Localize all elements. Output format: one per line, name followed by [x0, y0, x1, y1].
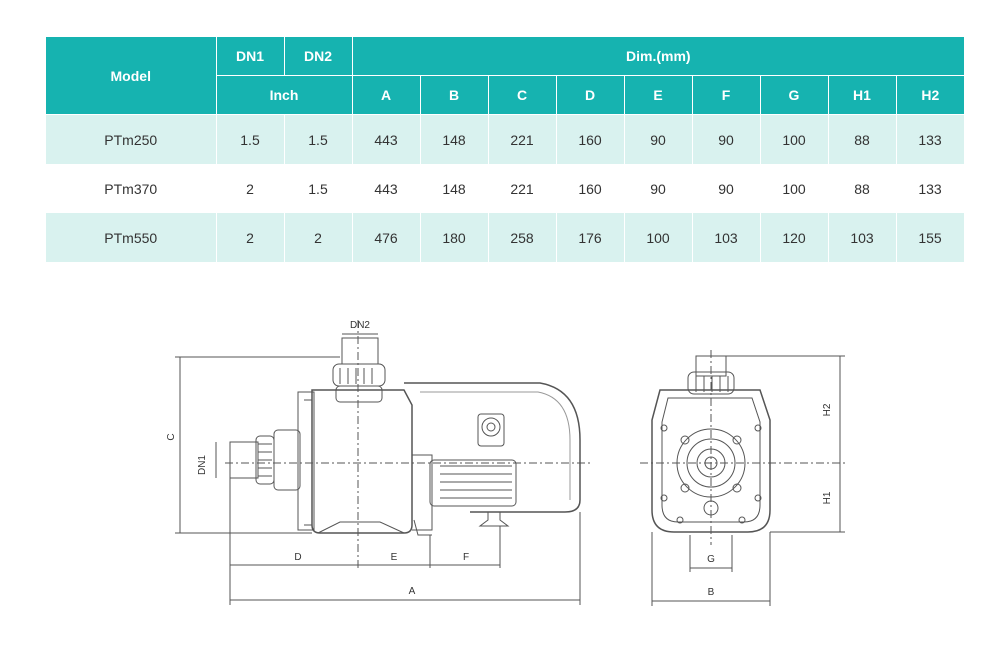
cell-a: 443	[352, 114, 421, 164]
label-e: E	[391, 552, 398, 563]
label-h2: H2	[822, 403, 833, 416]
header-dn1: DN1	[216, 37, 285, 76]
cell-e: 90	[624, 114, 693, 164]
cell-c: 221	[488, 164, 557, 213]
cell-model: PTm370	[46, 164, 217, 213]
cell-a: 443	[352, 164, 421, 213]
label-c: C	[166, 433, 177, 440]
cell-dn1: 2	[216, 164, 285, 213]
spec-table: Model DN1 DN2 Dim.(mm) Inch A B C D E F …	[46, 37, 965, 262]
table-row: PTm370 2 1.5 443 148 221 160 90 90 100 8…	[46, 164, 965, 213]
header-dim-b: B	[420, 75, 489, 115]
cell-d: 160	[556, 114, 625, 164]
cell-h1: 103	[828, 213, 897, 262]
cell-f: 90	[692, 164, 761, 213]
label-dn2: DN2	[350, 320, 370, 331]
cell-d: 176	[556, 213, 625, 262]
cell-dn2: 2	[284, 213, 353, 262]
cell-h2: 133	[896, 114, 965, 164]
cell-model: PTm550	[46, 213, 217, 262]
header-dim-e: E	[624, 75, 693, 115]
cell-h1: 88	[828, 114, 897, 164]
cell-dn1: 1.5	[216, 114, 285, 164]
header-dn2: DN2	[284, 37, 353, 76]
cell-b: 148	[420, 114, 489, 164]
cell-c: 258	[488, 213, 557, 262]
header-dim-d: D	[556, 75, 625, 115]
label-h1: H1	[822, 491, 833, 504]
cell-g: 100	[760, 114, 829, 164]
cell-f: 90	[692, 114, 761, 164]
header-dim-h1: H1	[828, 75, 897, 115]
cell-c: 221	[488, 114, 557, 164]
header-inch: Inch	[216, 75, 353, 115]
cell-h1: 88	[828, 164, 897, 213]
label-g: G	[707, 554, 715, 565]
cell-a: 476	[352, 213, 421, 262]
pump-side-view	[175, 320, 590, 605]
cell-f: 103	[692, 213, 761, 262]
header-dim-f: F	[692, 75, 761, 115]
cell-e: 100	[624, 213, 693, 262]
cell-g: 120	[760, 213, 829, 262]
label-d: D	[294, 552, 301, 563]
header-dim-h2: H2	[896, 75, 965, 115]
cell-g: 100	[760, 164, 829, 213]
table-row: PTm550 2 2 476 180 258 176 100 103 120 1…	[46, 213, 965, 262]
header-dim-g: G	[760, 75, 829, 115]
header-model: Model	[46, 37, 217, 115]
cell-d: 160	[556, 164, 625, 213]
header-dim: Dim.(mm)	[352, 37, 965, 76]
label-b: B	[708, 587, 715, 598]
cell-b: 148	[420, 164, 489, 213]
label-a: A	[409, 586, 416, 597]
header-dim-a: A	[352, 75, 421, 115]
cell-b: 180	[420, 213, 489, 262]
cell-h2: 155	[896, 213, 965, 262]
cell-e: 90	[624, 164, 693, 213]
header-dim-c: C	[488, 75, 557, 115]
label-dn1: DN1	[197, 455, 208, 475]
label-f: F	[463, 552, 469, 563]
cell-dn1: 2	[216, 213, 285, 262]
cell-model: PTm250	[46, 114, 217, 164]
pump-front-view	[640, 350, 845, 606]
cell-h2: 133	[896, 164, 965, 213]
cell-dn2: 1.5	[284, 164, 353, 213]
table-row: PTm250 1.5 1.5 443 148 221 160 90 90 100…	[46, 114, 965, 164]
cell-dn2: 1.5	[284, 114, 353, 164]
